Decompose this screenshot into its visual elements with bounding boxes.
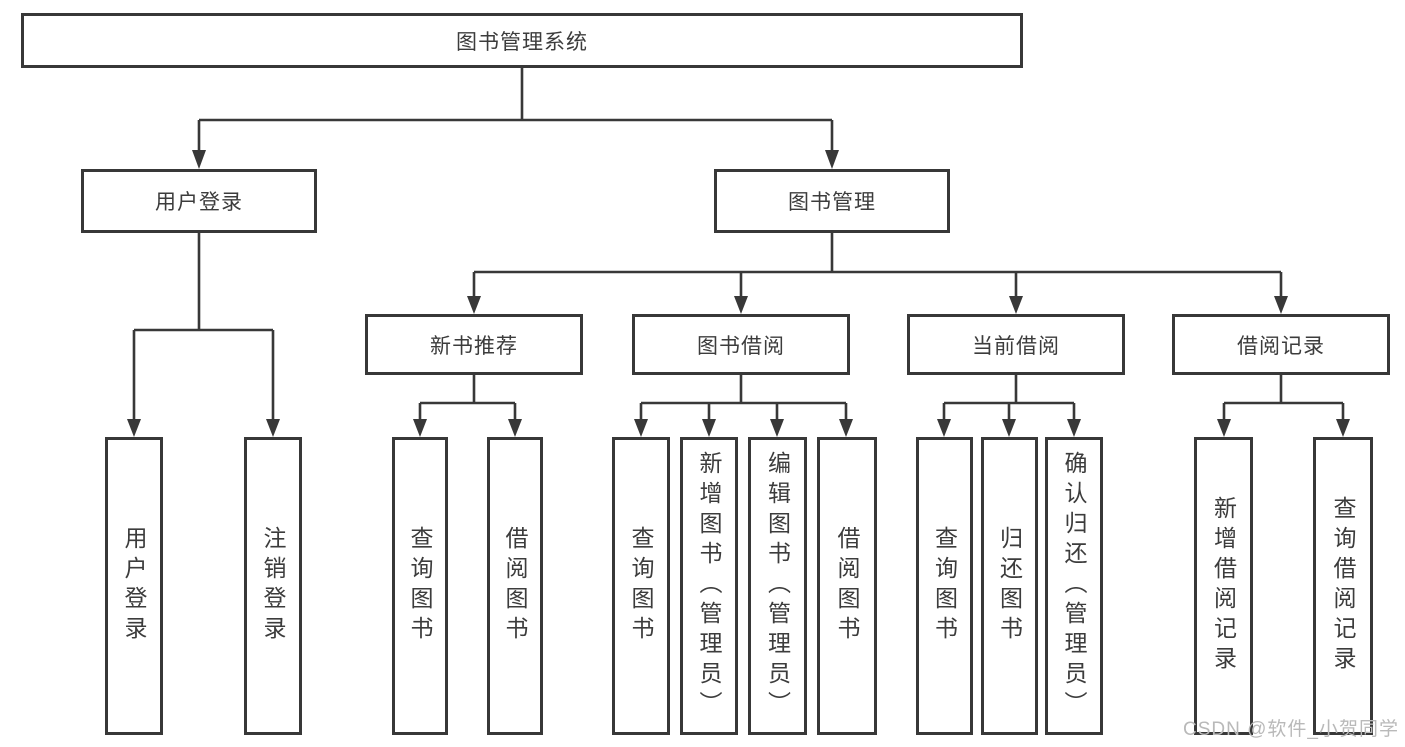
leaf-return-book: 归还图书 bbox=[981, 437, 1038, 735]
leaf-borrow-books-recommend-label: 借阅图书 bbox=[502, 526, 528, 646]
leaf-add-book-admin: 新增图书（管理员） bbox=[680, 437, 738, 735]
leaf-borrow-books-label: 借阅图书 bbox=[834, 526, 860, 646]
leaf-query-books-borrow-label: 查询图书 bbox=[628, 526, 654, 646]
connector-path bbox=[132, 68, 1345, 420]
leaf-query-books-current-label: 查询图书 bbox=[931, 526, 958, 646]
leaf-query-borrow-record-label: 查询借阅记录 bbox=[1330, 496, 1356, 676]
leaf-edit-book-admin-label: 编辑图书（管理员） bbox=[764, 451, 791, 721]
node-book-management: 图书管理 bbox=[714, 169, 950, 233]
node-user-login-label: 用户登录 bbox=[155, 191, 243, 214]
leaf-user-login: 用户登录 bbox=[105, 437, 163, 735]
leaf-add-borrow-record: 新增借阅记录 bbox=[1194, 437, 1253, 735]
leaf-user-login-label: 用户登录 bbox=[121, 526, 147, 646]
node-book-borrowing: 图书借阅 bbox=[632, 314, 850, 375]
node-borrowing-records: 借阅记录 bbox=[1172, 314, 1390, 375]
node-library-management-system: 图书管理系统 bbox=[21, 13, 1023, 68]
node-library-management-system-label: 图书管理系统 bbox=[456, 30, 588, 54]
leaf-borrow-books: 借阅图书 bbox=[817, 437, 877, 735]
leaf-borrow-books-recommend: 借阅图书 bbox=[487, 437, 543, 735]
leaf-query-books-recommend-label: 查询图书 bbox=[407, 526, 433, 646]
node-current-borrowing-label: 当前借阅 bbox=[972, 334, 1060, 358]
leaf-add-borrow-record-label: 新增借阅记录 bbox=[1210, 496, 1237, 676]
leaf-add-book-admin-label: 新增图书（管理员） bbox=[696, 451, 722, 721]
node-borrowing-records-label: 借阅记录 bbox=[1237, 334, 1325, 358]
leaf-return-book-label: 归还图书 bbox=[996, 526, 1023, 646]
leaf-logout: 注销登录 bbox=[244, 437, 302, 735]
node-new-book-recommendation-label: 新书推荐 bbox=[430, 334, 518, 358]
node-user-login: 用户登录 bbox=[81, 169, 317, 233]
leaf-logout-label: 注销登录 bbox=[260, 526, 286, 646]
leaf-query-books-current: 查询图书 bbox=[916, 437, 973, 735]
node-book-borrowing-label: 图书借阅 bbox=[697, 334, 785, 358]
node-current-borrowing: 当前借阅 bbox=[907, 314, 1125, 375]
leaf-query-books-recommend: 查询图书 bbox=[392, 437, 448, 735]
leaf-query-borrow-record: 查询借阅记录 bbox=[1313, 437, 1373, 735]
node-book-management-label: 图书管理 bbox=[788, 191, 876, 214]
leaf-confirm-return-admin: 确认归还（管理员） bbox=[1045, 437, 1103, 735]
leaf-query-books-borrow: 查询图书 bbox=[612, 437, 670, 735]
leaf-edit-book-admin: 编辑图书（管理员） bbox=[748, 437, 807, 735]
node-new-book-recommendation: 新书推荐 bbox=[365, 314, 583, 375]
leaf-confirm-return-admin-label: 确认归还（管理员） bbox=[1061, 451, 1087, 721]
watermark-text: CSDN @软件_小贺同学 bbox=[1183, 719, 1399, 740]
